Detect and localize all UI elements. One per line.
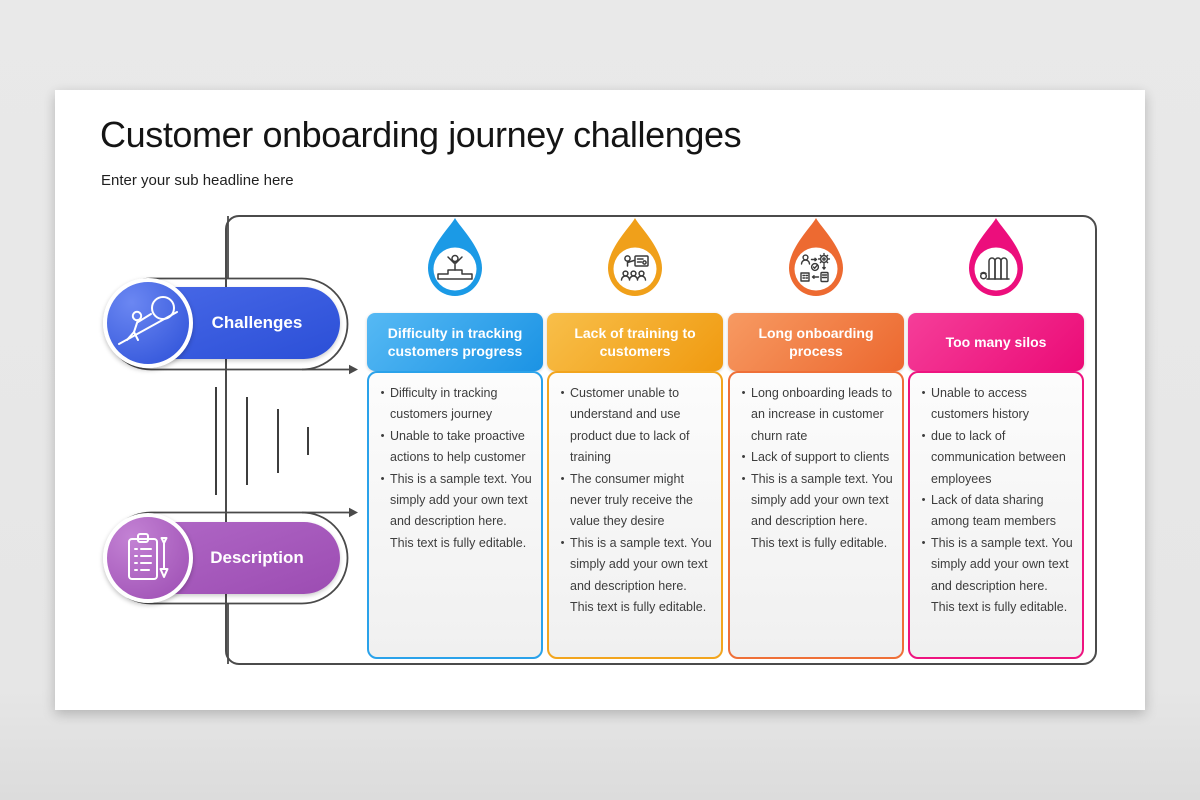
column-header: Too many silos xyxy=(908,313,1084,371)
decorative-line xyxy=(215,387,217,495)
bullet-item: •Long onboarding leads to an increase in… xyxy=(736,383,896,447)
silos-icon xyxy=(969,218,1023,296)
bullet-dot: • xyxy=(741,472,746,485)
bullet-dot: • xyxy=(380,387,385,399)
bullet-item: •Lack of support to clients xyxy=(736,447,896,468)
bullet-dot: • xyxy=(560,536,565,549)
clipboard-pen-icon xyxy=(103,513,193,603)
bullet-item: •Unable to take proactive actions to hel… xyxy=(375,426,535,469)
diagram-frame xyxy=(225,215,1097,665)
description-label: Description xyxy=(210,548,304,567)
bullet-dot: • xyxy=(921,494,926,507)
person-pushing-boulder-icon xyxy=(103,278,193,368)
column-title: Too many silos xyxy=(945,333,1047,350)
column-title: Long onboarding process xyxy=(758,324,874,359)
column-header: Long onboarding process xyxy=(728,313,904,371)
bullet-item: •Unable to access customers history xyxy=(916,383,1076,426)
bullet-dot: • xyxy=(380,472,385,485)
column-card: •Long onboarding leads to an increase in… xyxy=(728,371,904,659)
bullet-dot: • xyxy=(380,429,385,442)
bullet-dot: • xyxy=(921,387,926,399)
decorative-line xyxy=(277,409,279,473)
column-card: •Unable to access customers history •due… xyxy=(908,371,1084,659)
bullet-item: •This is a sample text. You simply add y… xyxy=(736,469,896,555)
training-presentation-icon xyxy=(608,218,662,296)
bullet-item: •The consumer might never truly receive … xyxy=(555,469,715,533)
column-header: Difficulty in tracking customers progres… xyxy=(367,313,543,371)
column-card: •Customer unable to understand and use p… xyxy=(547,371,723,659)
decorative-line xyxy=(246,397,248,485)
bullet-item: •This is a sample text. You simply add y… xyxy=(916,533,1076,619)
column-card: •Difficulty in tracking customers journe… xyxy=(367,371,543,659)
bullet-dot: • xyxy=(741,451,746,464)
bullet-dot: • xyxy=(921,429,926,442)
slide-canvas: Customer onboarding journey challenges E… xyxy=(55,90,1145,710)
bullet-dot: • xyxy=(741,387,746,399)
challenge-column-4: Too many silos •Unable to access custome… xyxy=(908,215,1084,665)
column-header: Lack of training to customers xyxy=(547,313,723,371)
winner-podium-icon xyxy=(428,218,482,296)
challenges-label: Challenges xyxy=(211,313,303,332)
bullet-item: •due to lack of communication between em… xyxy=(916,426,1076,490)
decorative-line xyxy=(307,427,309,455)
column-title: Lack of training to customers xyxy=(574,324,696,359)
page-title: Customer onboarding journey challenges xyxy=(100,114,742,155)
page-subtitle: Enter your sub headline here xyxy=(101,172,294,189)
bullet-item: •This is a sample text. You simply add y… xyxy=(555,533,715,619)
challenge-column-1: Difficulty in tracking customers progres… xyxy=(367,215,543,665)
challenge-column-2: Lack of training to customers •Customer … xyxy=(547,215,723,665)
bullet-item: •Difficulty in tracking customers journe… xyxy=(375,383,535,426)
process-workflow-icon xyxy=(789,218,843,296)
bullet-item: •Customer unable to understand and use p… xyxy=(555,383,715,469)
column-title: Difficulty in tracking customers progres… xyxy=(387,324,523,359)
bullet-item: •This is a sample text. You simply add y… xyxy=(375,469,535,555)
bullet-dot: • xyxy=(921,536,926,549)
bullet-item: •Lack of data sharing among team members xyxy=(916,490,1076,533)
bullet-dot: • xyxy=(560,472,565,485)
challenge-column-3: Long onboarding process •Long onboarding… xyxy=(728,215,904,665)
bullet-dot: • xyxy=(560,387,565,399)
